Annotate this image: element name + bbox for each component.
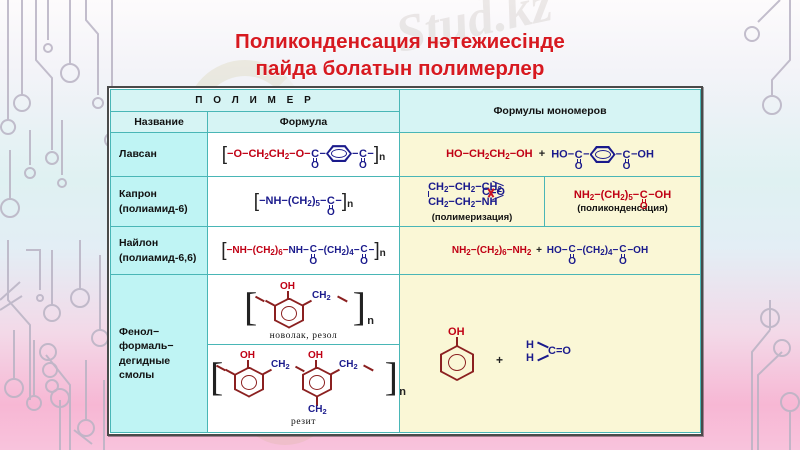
polymer-name-line-2: формаль− [119,340,174,353]
table-header-row-1: П О Л И М Е Р Формулы мономеров [109,89,702,133]
figure-caption-novolac: новолак, резол [269,330,338,341]
plus-sign: + [496,353,504,367]
monomer-caption-polycondensation: (поликонденсация) [577,203,668,214]
title-line-2: пайда болатын полимерлер [255,57,545,81]
circuit-decoration-left [0,0,120,450]
polymer-name-phenol-formaldehyde: Фенол− формаль− дегидные смолы [110,274,208,433]
title-line-1: Поликонденсация нәтежиесінде [235,30,565,53]
header-monomers: Формулы мономеров [399,89,702,133]
polymer-name-line-1: Фенол− [119,326,160,339]
circuit-decoration-right [690,0,800,450]
polymer-name-line-2: (полиамид-6) [119,202,188,215]
header-name: Название [110,111,208,133]
figure-caption-resit: резит [290,416,317,427]
polymer-name-lavsan: Лавсан [110,132,208,177]
polymer-name-line-3: дегидные [119,354,171,367]
page-title: Поликонденсация нәтежиесінде пайда болат… [150,28,650,82]
monomer-phenol: OH [436,326,478,381]
polymer-name-line-1: Капрон [119,188,157,201]
monomer-caprolactam: CH2−CH2−CH2 CH2−CH2−NH C=O (полимеризаци… [399,176,546,227]
monomer-formaldehyde: H H C=O [526,339,571,364]
table-row: Фенол− формаль− дегидные смолы [ ] n [110,274,702,433]
polymer-name-nylon: Найлон (полиамид-6,6) [110,226,208,275]
monomer-caption-polymerization: (полимеризация) [431,211,513,223]
figure-novolac: [ ] n OH CH2 [208,279,400,345]
polymer-name-kapron: Капрон (полиамид-6) [110,176,208,227]
polymer-table: П О Л И М Е Р Формулы мономеров Название… [107,86,703,436]
polymer-formula-phenol-formaldehyde: [ ] n OH CH2 [206,274,406,433]
monomers-phenol-formaldehyde: OH + H H C=O [399,274,702,433]
header-polymer-group: П О Л И М Е Р [109,89,401,112]
polymer-name-line-2: (полиамид-6,6) [119,251,197,264]
header-formula: Формула [206,111,401,133]
polymer-name-line-1: Найлон [119,237,159,250]
figure-resit: [ ] n OH CH2 [210,349,406,427]
polymer-name-line-4: смолы [119,368,155,381]
